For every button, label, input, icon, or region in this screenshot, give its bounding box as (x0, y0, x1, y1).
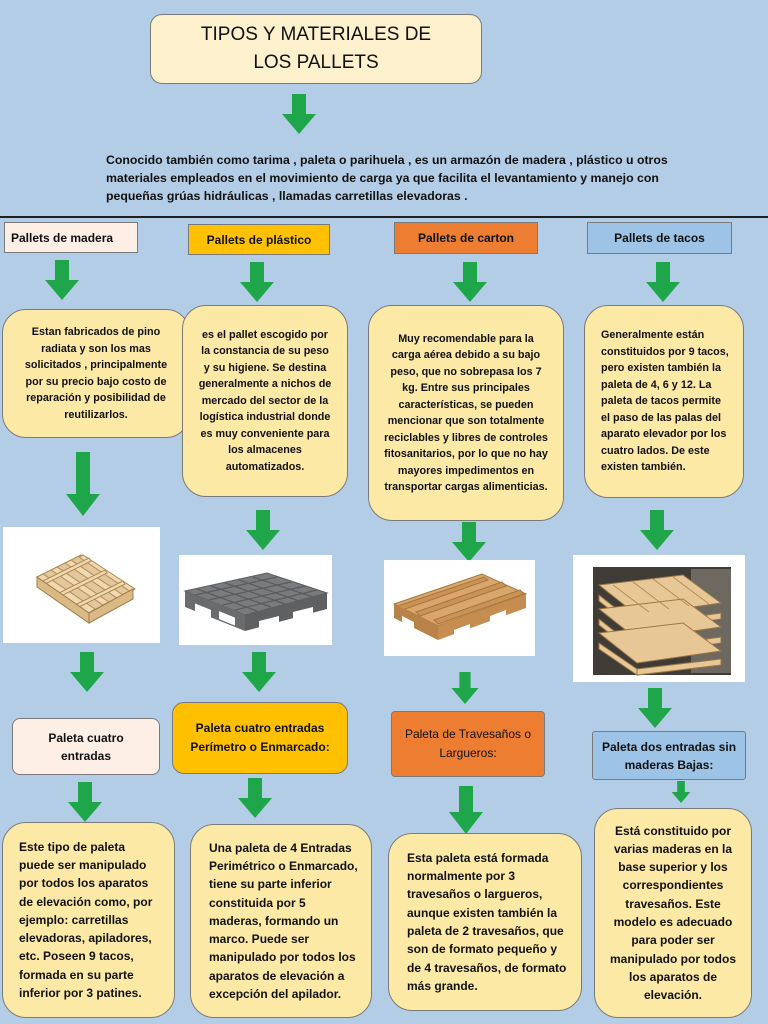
type-description-madera: Este tipo de paleta puede ser manipulado… (2, 822, 175, 1018)
cardboard-pallet-photo (384, 560, 535, 656)
type-paleta-cuatro-entradas: Paleta cuatro entradas (12, 718, 160, 775)
down-arrow-icon (282, 94, 316, 134)
down-arrow-icon (640, 510, 674, 550)
down-arrow-icon (68, 782, 102, 822)
down-arrow-icon (453, 262, 487, 302)
down-arrow-icon (638, 688, 672, 728)
down-arrow-icon (246, 510, 280, 550)
down-arrow-icon (70, 652, 104, 692)
type-description-tacos: Está constituido por varias maderas en l… (594, 808, 752, 1018)
down-arrow-icon (449, 786, 483, 834)
description-carton: Muy recomendable para la carga aérea deb… (368, 305, 564, 521)
stacked-pallets-photo (573, 555, 745, 682)
down-arrow-icon (238, 778, 272, 818)
down-arrow-icon (66, 452, 100, 516)
down-arrow-icon (240, 262, 274, 302)
label-pallets-tacos: Pallets de tacos (587, 222, 732, 254)
type-paleta-perimetro: Paleta cuatro entradas Perímetro o Enmar… (172, 702, 348, 774)
type-paleta-travesanos: Paleta de Travesaños o Largueros: (391, 711, 545, 777)
intro-text: Conocido también como tarima , paleta o … (106, 153, 668, 203)
wooden-pallet-photo (3, 527, 160, 643)
down-arrow-icon (452, 522, 486, 562)
down-arrow-icon (451, 672, 479, 704)
type-description-carton: Esta paleta está formada normalmente por… (388, 833, 582, 1011)
page-title: TIPOS Y MATERIALES DE LOS PALLETS (150, 14, 482, 84)
down-arrow-icon (671, 781, 691, 803)
label-pallets-carton: Pallets de carton (394, 222, 538, 254)
divider-line (0, 216, 768, 218)
down-arrow-icon (242, 652, 276, 692)
description-plastico: es el pallet escogido por la constancia … (182, 305, 348, 497)
down-arrow-icon (45, 260, 79, 300)
down-arrow-icon (646, 262, 680, 302)
type-description-plastico: Una paleta de 4 Entradas Perimétrico o E… (190, 824, 372, 1018)
label-pallets-plastico: Pallets de plástico (188, 224, 330, 255)
plastic-pallet-photo (179, 555, 332, 645)
description-tacos: Generalmente están constituidos por 9 ta… (584, 305, 744, 498)
type-paleta-dos-entradas: Paleta dos entradas sin maderas Bajas: (592, 731, 746, 780)
label-pallets-madera: Pallets de madera (4, 222, 138, 253)
description-madera: Estan fabricados de pino radiata y son l… (2, 309, 190, 438)
